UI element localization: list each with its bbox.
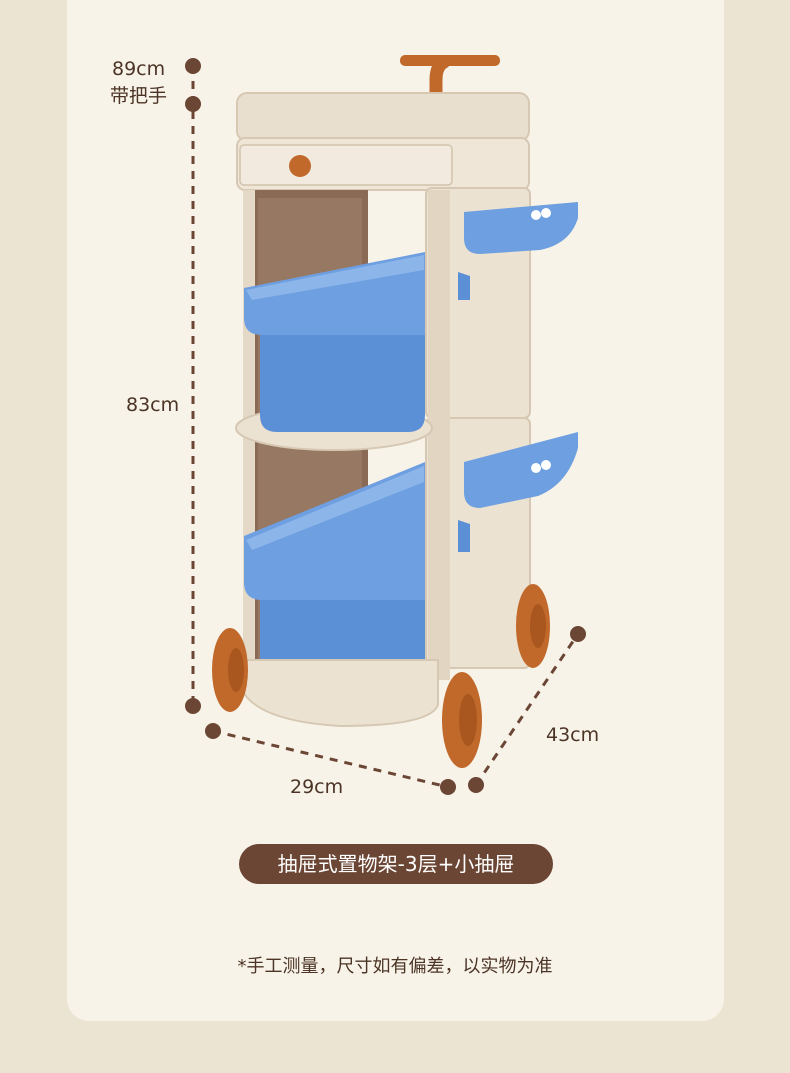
product-caption: 抽屉式置物架-3层+小抽屉 <box>239 844 553 884</box>
width-label: 29cm <box>290 776 344 798</box>
width-dimension-line <box>205 723 456 795</box>
drawer-knob <box>289 155 311 177</box>
body-height-label: 83cm <box>126 394 180 416</box>
depth-dimension-line <box>468 626 586 793</box>
depth-label: 43cm <box>546 724 600 746</box>
height-dimension-line <box>185 58 201 714</box>
side-basket-lower <box>458 432 578 552</box>
upper-basket <box>244 252 425 432</box>
handle-note-label: 带把手 <box>110 85 168 107</box>
measurement-footnote: *手工测量，尺寸如有偏差，以实物为准 <box>237 956 553 977</box>
side-basket-upper <box>458 202 578 300</box>
top-drawer-unit <box>236 92 530 191</box>
wheel-front-right <box>442 672 482 768</box>
cart-base <box>237 659 439 728</box>
handle-height-label: 89cm <box>112 58 166 80</box>
wheel-front-left <box>212 628 248 712</box>
wheel-rear-right <box>516 584 550 668</box>
cart-handle <box>400 55 500 103</box>
